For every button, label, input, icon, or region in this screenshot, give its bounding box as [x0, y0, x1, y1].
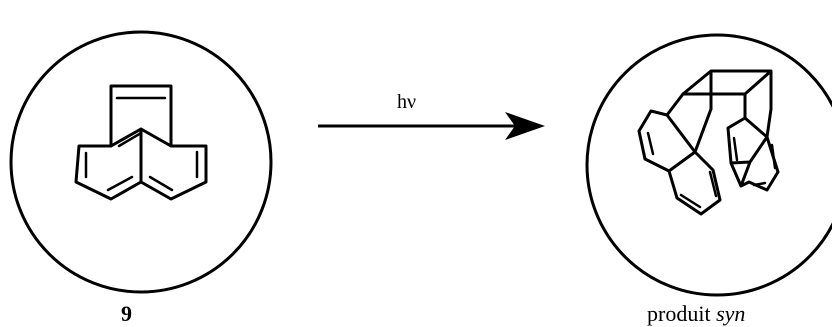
product-cyclobutane	[681, 69, 773, 111]
reactant-compound-label: 9	[121, 301, 132, 326]
product-right-naphthalene	[726, 92, 780, 192]
product-circle	[585, 33, 832, 297]
product-label-prefix: produit	[647, 301, 717, 326]
product-left-inner-bonds	[646, 131, 718, 209]
reactant-five-ring	[109, 84, 173, 148]
product-left-naphthalene	[637, 92, 722, 216]
product-structure	[585, 33, 832, 297]
product-label-emphasis: syn	[716, 301, 746, 326]
reactant-inner-bonds	[84, 131, 199, 192]
reaction-condition-label: hν	[397, 91, 417, 113]
product-right-inner-bonds	[732, 136, 777, 187]
reactant-naphthalene	[74, 127, 208, 201]
reaction-arrow	[318, 112, 545, 140]
product-label: produit syn	[647, 303, 745, 325]
reactant-circle	[9, 30, 273, 294]
reactant-structure	[9, 30, 273, 294]
